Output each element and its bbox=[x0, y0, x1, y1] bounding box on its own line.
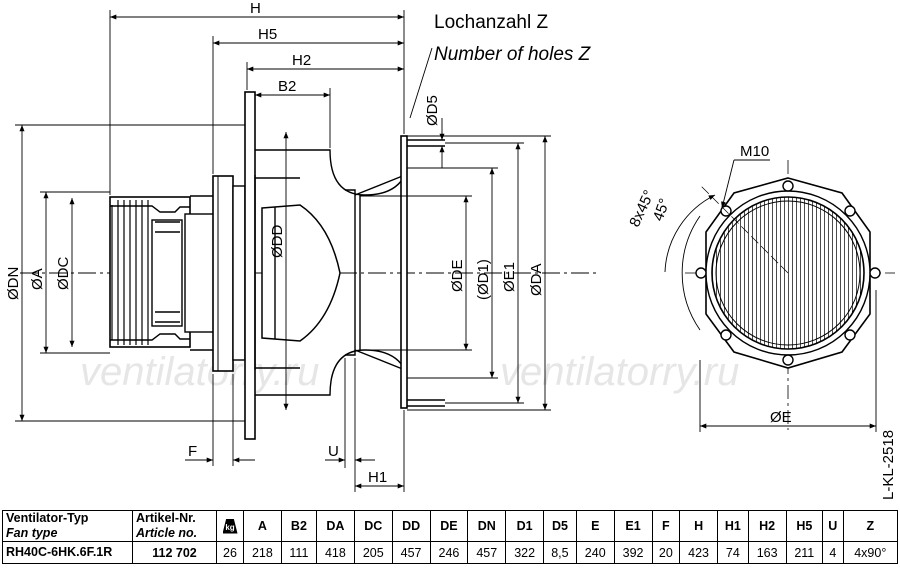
dim-h-label: H bbox=[250, 0, 261, 17]
note-holes-en: Number of holes Z bbox=[434, 44, 592, 65]
header-col: H1 bbox=[717, 510, 749, 542]
header-col: DD bbox=[391, 510, 431, 542]
header-col: H2 bbox=[747, 510, 787, 542]
header-col: U bbox=[822, 510, 844, 542]
header-weight: kg bbox=[216, 510, 244, 542]
header-col: H bbox=[679, 510, 719, 542]
header-col: F bbox=[651, 510, 681, 542]
dim-dn-label: ØDN bbox=[5, 267, 22, 300]
table-cell: 392 bbox=[613, 541, 653, 564]
header-article-de: Artikel-Nr. bbox=[136, 511, 196, 525]
header-col: A bbox=[243, 510, 282, 542]
table-cell: 322 bbox=[505, 541, 545, 564]
weight-icon: kg bbox=[222, 518, 238, 534]
dim-b2-label: B2 bbox=[278, 78, 296, 95]
table-cell: 457 bbox=[467, 541, 507, 564]
table-cell: 111 bbox=[280, 541, 317, 564]
dim-h1-label: H1 bbox=[368, 469, 387, 486]
header-col: B2 bbox=[280, 510, 317, 542]
table-cell: 418 bbox=[315, 541, 355, 564]
table-cell: 211 bbox=[785, 541, 824, 564]
header-article: Artikel-Nr. Article no. bbox=[132, 510, 217, 542]
header-col: DC bbox=[353, 510, 393, 542]
header-fan-type-en: Fan type bbox=[6, 526, 58, 540]
table-cell: 423 bbox=[679, 541, 719, 564]
dimension-lines bbox=[15, 10, 551, 492]
cell-article: 112 702 bbox=[132, 541, 217, 564]
header-fan-type-de: Ventilator-Typ bbox=[6, 511, 89, 525]
header-col: H5 bbox=[785, 510, 824, 542]
side-view bbox=[20, 91, 600, 440]
header-col: D1 bbox=[505, 510, 545, 542]
dim-e1-label: ØE1 bbox=[501, 262, 518, 292]
drawing-code: L-KL-2518 bbox=[880, 430, 897, 500]
dim-f-label: F bbox=[188, 443, 197, 460]
table-cell: 218 bbox=[243, 541, 282, 564]
cell-weight: 26 bbox=[216, 541, 244, 564]
dimension-labels: H H5 H2 B2 ØD5 ØDN ØA ØDC ØDD ØDE (ØD1) … bbox=[5, 0, 592, 486]
dim-de-label: ØDE bbox=[449, 259, 466, 292]
table-cell: 4 bbox=[822, 541, 844, 564]
header-col: Z bbox=[842, 510, 899, 542]
dim-d5-label: ØD5 bbox=[424, 95, 441, 126]
dim-angle-label: 45° bbox=[650, 196, 674, 223]
motor bbox=[109, 195, 216, 351]
table-cell: 246 bbox=[429, 541, 469, 564]
table-cell: 74 bbox=[717, 541, 749, 564]
dim-a-label: ØA bbox=[29, 268, 46, 290]
dim-da-label: ØDA bbox=[528, 263, 545, 296]
front-view-dims bbox=[664, 159, 876, 429]
header-article-en: Article no. bbox=[136, 526, 198, 540]
table-row: RH40C-6HK.6F.1R 112 702 26 218 111 418 2… bbox=[2, 541, 899, 564]
dim-h5-label: H5 bbox=[258, 26, 277, 43]
table-header-row: Ventilator-Typ Fan type Artikel-Nr. Arti… bbox=[2, 510, 899, 542]
header-col: DN bbox=[467, 510, 507, 542]
table-cell: 20 bbox=[651, 541, 681, 564]
dim-u-label: U bbox=[328, 443, 339, 460]
header-col: E bbox=[575, 510, 615, 542]
dim-dd-label: ØDD bbox=[269, 225, 286, 259]
table-cell: 163 bbox=[747, 541, 787, 564]
table-cell: 205 bbox=[353, 541, 393, 564]
watermark-left: ventilatorry.ru bbox=[80, 350, 319, 394]
watermark-right: ventilatorry.ru bbox=[500, 350, 739, 394]
header-col: DE bbox=[429, 510, 469, 542]
table-cell: 240 bbox=[575, 541, 615, 564]
table-cell: 4x90° bbox=[842, 541, 899, 564]
dim-h2-label: H2 bbox=[292, 52, 311, 69]
front-view-labels: M10 8x45° 45° ØE L-KL-2518 bbox=[626, 143, 897, 500]
dim-d1-label: (ØD1) bbox=[475, 259, 492, 300]
header-col: DA bbox=[315, 510, 355, 542]
header-fan-type: Ventilator-Typ Fan type bbox=[2, 510, 133, 542]
dim-dc-label: ØDC bbox=[55, 257, 72, 291]
technical-drawing: ventilatorry.ru ventilatorry.ru bbox=[5, 0, 897, 500]
note-holes-de: Lochanzahl Z bbox=[434, 12, 548, 33]
cell-fan-type: RH40C-6HK.6F.1R bbox=[2, 541, 133, 564]
dim-m10-label: M10 bbox=[740, 143, 769, 160]
table-cell: 8,5 bbox=[543, 541, 577, 564]
spec-table: Ventilator-Typ Fan type Artikel-Nr. Arti… bbox=[2, 510, 899, 564]
table-cell: 457 bbox=[391, 541, 431, 564]
dim-e-label: ØE bbox=[770, 409, 792, 426]
header-col: D5 bbox=[543, 510, 577, 542]
header-col: E1 bbox=[613, 510, 653, 542]
